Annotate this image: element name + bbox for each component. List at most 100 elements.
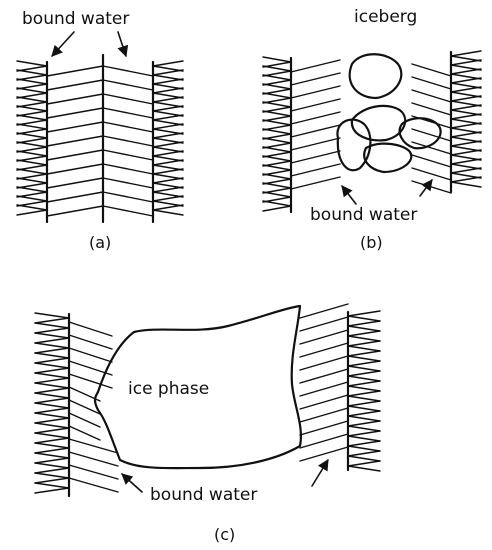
outer-hatch-stroke: [34, 347, 70, 354]
outer-hatch-stroke: [347, 460, 381, 467]
outer-hatch-stroke: [34, 482, 70, 489]
bound-water-layer-line: [46, 177, 104, 189]
outer-hatch-stroke: [262, 83, 292, 90]
bound-water-layer-line: [68, 347, 113, 363]
panel-a-caption: (a): [89, 233, 111, 252]
outer-hatch-stroke: [16, 186, 48, 193]
bound-water-layer-line: [299, 433, 349, 449]
outer-hatch-stroke: [34, 487, 70, 494]
panel-c-arrow-right: [311, 459, 329, 487]
outer-hatch-stroke: [347, 330, 381, 337]
bound-water-layer-line: [299, 394, 349, 410]
outer-hatch-stroke: [34, 372, 70, 379]
iceberg-right: [398, 117, 442, 150]
outer-hatch-stroke: [262, 74, 292, 81]
outer-hatch-stroke: [347, 410, 381, 417]
outer-hatch-stroke: [450, 140, 482, 147]
outer-hatch-stroke: [16, 69, 48, 76]
panel-b-bound-water-layers: [290, 59, 452, 194]
outer-hatch-stroke: [152, 132, 184, 139]
iceberg-top: [348, 53, 403, 100]
bound-water-layer-line: [411, 128, 452, 142]
outer-hatch-stroke: [347, 360, 381, 367]
outer-hatch-stroke: [16, 87, 48, 94]
bound-water-layer-line: [68, 399, 101, 415]
outer-hatch-stroke: [34, 327, 70, 334]
outer-hatch-stroke: [16, 168, 48, 175]
outer-hatch-stroke: [262, 92, 292, 99]
outer-hatch-stroke: [262, 146, 292, 153]
outer-hatch-stroke: [347, 375, 381, 382]
outer-hatch-stroke: [262, 173, 292, 180]
bound-water-layer-line: [68, 321, 113, 337]
outer-hatch-stroke: [347, 345, 381, 352]
outer-hatch-stroke: [347, 455, 381, 462]
bound-water-layer-line: [299, 446, 349, 462]
bound-water-layer-line: [290, 137, 341, 151]
panel-a-right-outer-hatching: [152, 60, 184, 216]
bound-water-layer-line: [290, 98, 341, 112]
bound-water-layer-line: [46, 163, 104, 175]
outer-hatch-stroke: [262, 182, 292, 189]
outer-hatch-stroke: [16, 123, 48, 130]
outer-hatch-stroke: [347, 365, 381, 372]
bound-water-layer-line: [46, 107, 104, 119]
outer-hatch-stroke: [262, 110, 292, 117]
outer-hatch-stroke: [450, 77, 482, 84]
outer-hatch-stroke: [16, 132, 48, 139]
outer-hatch-stroke: [34, 392, 70, 399]
bound-water-layer-line: [411, 180, 452, 194]
outer-hatch-stroke: [16, 177, 48, 184]
bound-water-layer-line: [299, 407, 349, 423]
outer-hatch-stroke: [262, 137, 292, 144]
outer-hatch-stroke: [34, 417, 70, 424]
outer-hatch-stroke: [262, 205, 292, 212]
bound-water-layer-line: [102, 191, 154, 203]
outer-hatch-stroke: [16, 159, 48, 166]
outer-hatch-stroke: [450, 131, 482, 138]
bound-water-layer-line: [102, 65, 154, 77]
outer-hatch-stroke: [347, 465, 381, 472]
bound-water-layer-line: [68, 373, 113, 389]
panel-c-bound-water-label: bound water: [150, 485, 257, 505]
panel-c-right-outer-hatching: [347, 310, 381, 472]
outer-hatch-stroke: [34, 452, 70, 459]
panel-a-left-outer-hatching: [16, 60, 48, 216]
bound-water-layer-line: [102, 205, 154, 217]
panel-c-caption: (c): [214, 525, 235, 544]
iceberg-label: iceberg: [354, 7, 417, 27]
outer-hatch-stroke: [450, 59, 482, 66]
bound-water-layer-line: [102, 79, 154, 91]
bound-water-layer-line: [290, 176, 341, 190]
outer-hatch-stroke: [152, 195, 184, 202]
outer-hatch-stroke: [450, 181, 482, 188]
outer-hatch-stroke: [347, 445, 381, 452]
bound-water-layer-line: [299, 316, 349, 332]
outer-hatch-stroke: [347, 335, 381, 342]
bound-water-layer-line: [46, 191, 104, 203]
outer-hatch-stroke: [262, 128, 292, 135]
bound-water-layer-line: [411, 102, 452, 116]
outer-hatch-stroke: [347, 315, 381, 322]
outer-hatch-stroke: [34, 362, 70, 369]
bound-water-layer-line: [290, 163, 341, 177]
bound-water-layer-line: [411, 141, 452, 155]
panel-a: bound water (a): [16, 9, 184, 252]
outer-hatch-stroke: [347, 405, 381, 412]
bound-water-layer-line: [46, 121, 104, 133]
bound-water-layer-line: [102, 135, 154, 147]
outer-hatch-stroke: [152, 87, 184, 94]
outer-hatch-stroke: [347, 400, 381, 407]
outer-hatch-stroke: [262, 101, 292, 108]
bound-water-layer-line: [299, 329, 349, 345]
outer-hatch-stroke: [152, 96, 184, 103]
outer-hatch-stroke: [262, 65, 292, 72]
outer-hatch-stroke: [34, 477, 70, 484]
bound-water-layer-line: [46, 65, 104, 77]
outer-hatch-stroke: [347, 325, 381, 332]
outer-hatch-stroke: [347, 355, 381, 362]
outer-hatch-stroke: [16, 105, 48, 112]
outer-hatch-stroke: [34, 387, 70, 394]
outer-hatch-stroke: [347, 390, 381, 397]
